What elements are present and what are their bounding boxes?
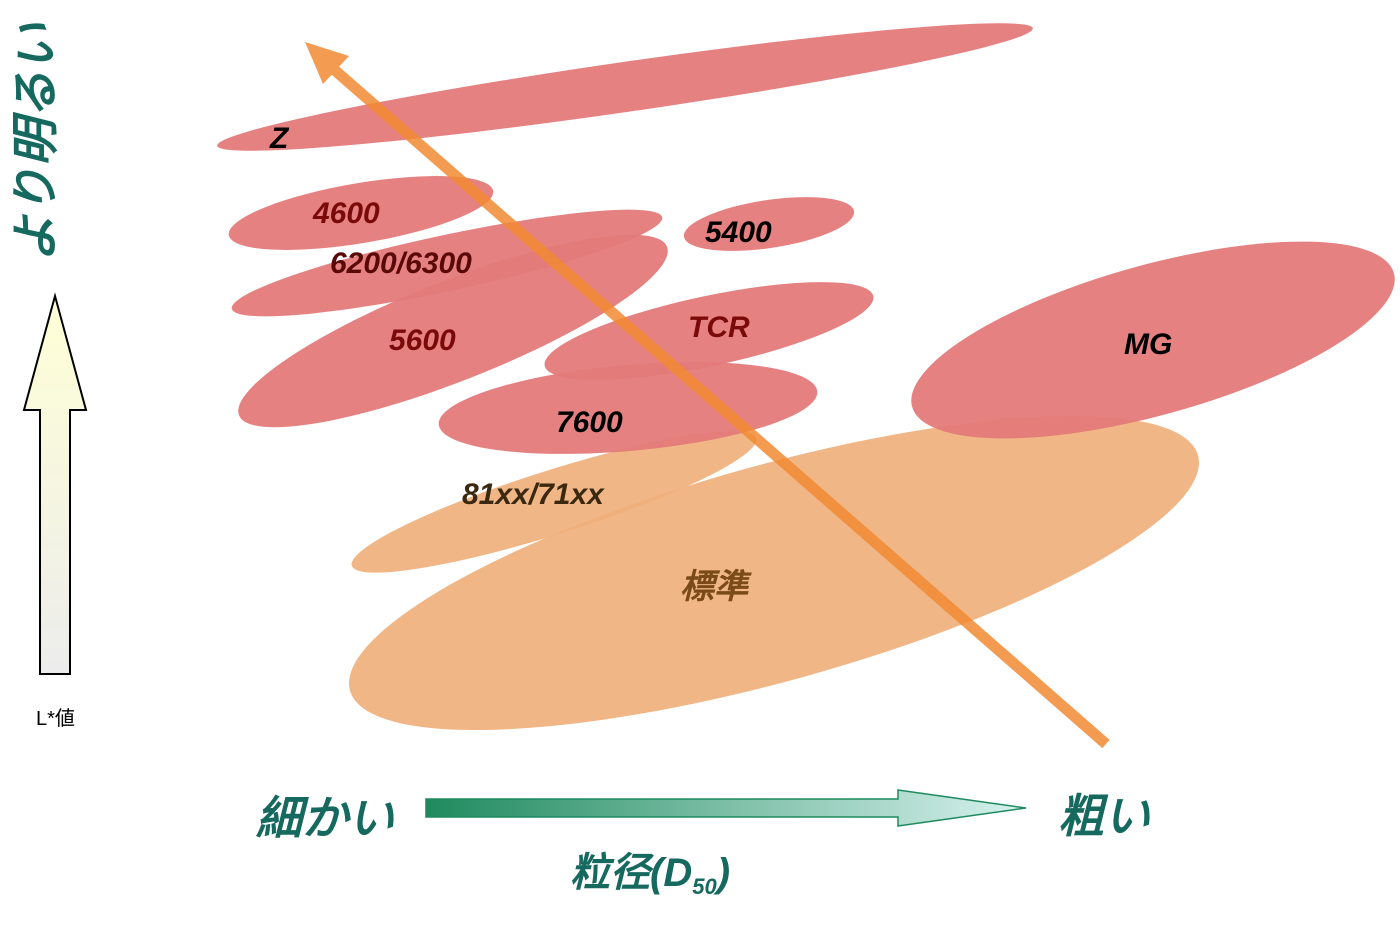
- grade-label-mg: MG: [1124, 328, 1172, 361]
- grade-label-81xx: 81xx/71xx: [462, 478, 605, 511]
- ellipse-7600: [438, 362, 818, 454]
- particle-size-arrow: [425, 789, 1027, 827]
- ellipse-mg: [911, 241, 1395, 439]
- ellipse-tcr: [544, 282, 874, 380]
- ellipse-5400: [683, 197, 855, 251]
- particle-fine-label: 細かい: [256, 792, 394, 844]
- particle-axis-title-sub: 50: [692, 874, 717, 899]
- ellipse-z: [217, 23, 1033, 151]
- trend-arrow: [305, 42, 1110, 749]
- ellipse-std: [349, 415, 1199, 731]
- particle-axis-title-close: ): [716, 851, 731, 895]
- particle-axis-title: 粒径(D50): [570, 840, 730, 900]
- grade-label-std: 標準: [680, 568, 752, 606]
- grade-label-4600: 4600: [312, 197, 380, 230]
- grade-label-tcr: TCR: [688, 311, 750, 344]
- grade-label-6200: 6200/6300: [330, 247, 472, 280]
- particle-coarse-label: 粗い: [1058, 790, 1150, 842]
- ellipse-4600: [228, 176, 494, 250]
- ellipse-6200: [231, 209, 663, 317]
- grade-label-5600: 5600: [389, 324, 456, 357]
- ellipse-81xx: [351, 431, 757, 573]
- brightness-up-arrow: [22, 292, 88, 675]
- ellipse-5600: [238, 234, 668, 428]
- grade-label-5400: 5400: [705, 216, 772, 249]
- particle-axis-title-main: 粒径(D: [570, 851, 693, 895]
- brightness-axis-title: より明るい: [10, 23, 63, 262]
- grade-label-z: Z: [269, 122, 290, 155]
- grade-label-7600: 7600: [556, 406, 623, 439]
- brightness-value-label: L*値: [36, 708, 75, 730]
